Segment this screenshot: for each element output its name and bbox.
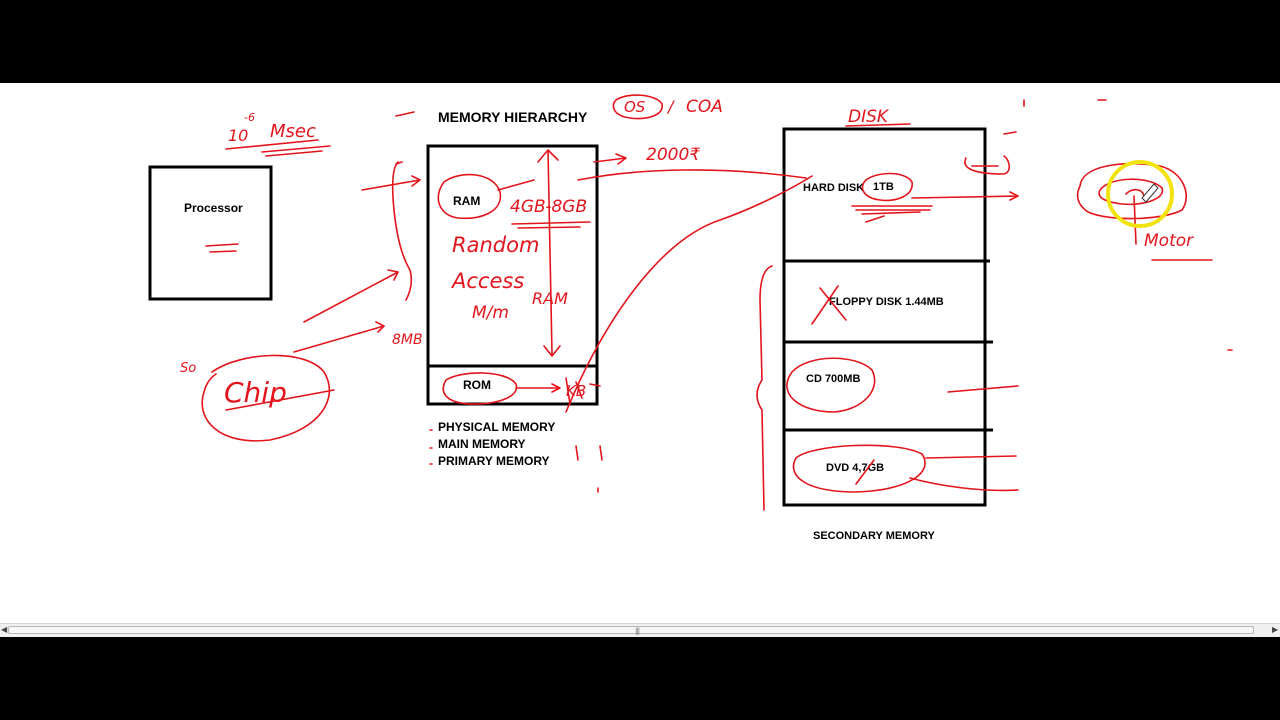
arrow-processor-to-memory xyxy=(303,269,399,323)
main-memory-label: MAIN MEMORY xyxy=(438,437,526,451)
ram-to-harddisk-curve xyxy=(577,169,807,181)
secondary-memory-caption: SECONDARY MEMORY xyxy=(813,530,935,542)
hard-disk-right-arrow xyxy=(911,191,1019,201)
annotation-ram-note: RAM xyxy=(532,289,568,308)
annotation-price: 2000₹ xyxy=(646,145,701,165)
ram-circle xyxy=(437,173,502,220)
highlight-ring xyxy=(1106,160,1174,228)
chip-circle xyxy=(201,354,330,442)
right-edge-marks xyxy=(1003,99,1233,351)
primary-memory-label: PRIMARY MEMORY xyxy=(438,454,550,468)
annotation-kb: KB xyxy=(566,382,586,400)
floppy-disk-label: FLOPPY DISK 1.44MB xyxy=(829,296,944,308)
disk-underline xyxy=(845,123,911,127)
processor-equal-mark xyxy=(205,243,239,253)
annotation-msec: Msec xyxy=(270,121,316,142)
arrow-rom-right xyxy=(515,383,561,393)
annotation-slash: / xyxy=(666,97,675,116)
chip-underline xyxy=(225,389,335,411)
rom-circle xyxy=(442,372,518,405)
hard-disk-size-label: 1TB xyxy=(873,181,894,193)
annotation-motor: Motor xyxy=(1144,231,1194,251)
bottom-letterbox xyxy=(0,637,1280,720)
annotation-so: So xyxy=(180,361,196,376)
ink-layer: -6 10 Msec OS / COA DISK 2000₹ 4GB-8GB R… xyxy=(148,94,1233,511)
motor-disk xyxy=(1076,163,1187,220)
annotation-access: Access xyxy=(450,269,524,293)
cd-right-line xyxy=(947,385,1019,393)
horizontal-scrollbar[interactable]: ◀ ||| ▶ xyxy=(0,623,1280,637)
scroll-thumb[interactable]: ||| xyxy=(8,626,1254,635)
hard-disk-ellipse xyxy=(861,172,913,202)
scroll-right-arrow-icon[interactable]: ▶ xyxy=(1272,625,1279,634)
small-bracket xyxy=(964,155,1011,175)
arrow-ram-right xyxy=(497,179,535,191)
annotation-disk: DISK xyxy=(848,107,890,127)
ram-size-underline xyxy=(511,221,591,229)
pen-cursor-icon xyxy=(1141,183,1159,203)
dvd-right-arrows xyxy=(909,455,1019,492)
hard-disk-scribble xyxy=(851,205,933,223)
top-left-dash xyxy=(395,111,415,117)
ram-label: RAM xyxy=(453,194,481,208)
hard-disk-label: HARD DISK xyxy=(803,182,865,194)
physical-memory-box xyxy=(426,144,599,406)
cd-circle xyxy=(786,357,876,413)
processor-label: Processor xyxy=(184,201,243,215)
processor-box xyxy=(148,165,273,301)
arrow-to-price xyxy=(593,153,627,165)
ram-vertical-arrow xyxy=(537,149,561,357)
annotation-8mb: 8MB xyxy=(392,332,423,348)
annotation-exponent: -6 xyxy=(244,111,255,124)
kb-mark xyxy=(565,377,601,405)
annotation-coa: COA xyxy=(686,97,723,117)
os-circle xyxy=(612,94,663,120)
left-brace xyxy=(391,161,413,301)
arrow-upper xyxy=(361,175,421,191)
annotation-chip: Chip xyxy=(224,376,287,409)
arrow-chip-to-memory xyxy=(293,321,385,353)
scroll-grip-icon: ||| xyxy=(635,627,640,635)
dvd-circle xyxy=(792,444,926,493)
annotation-ram-size: 4GB-8GB xyxy=(510,197,587,217)
floppy-cross xyxy=(811,285,847,325)
secondary-memory-box xyxy=(782,127,987,507)
annotation-os: OS xyxy=(624,98,646,116)
underline-msec xyxy=(225,139,331,157)
dvd-slash xyxy=(855,459,875,485)
physical-memory-label: PHYSICAL MEMORY xyxy=(438,420,556,434)
diagram-title: MEMORY HIERARCHY xyxy=(438,109,588,125)
memory-side-ticks xyxy=(429,429,603,493)
secondary-left-brace xyxy=(756,265,773,511)
dvd-label: DVD 4,7GB xyxy=(826,462,885,474)
motor-spindle xyxy=(1125,188,1145,245)
whiteboard-canvas: MEMORY HIERARCHY Processor RAM ROM PHYSI… xyxy=(0,83,1280,623)
rom-label: ROM xyxy=(463,378,491,392)
cd-label: CD 700MB xyxy=(806,373,861,385)
annotation-ten: 10 xyxy=(228,126,248,145)
annotation-random: Random xyxy=(452,233,539,257)
scroll-left-arrow-icon[interactable]: ◀ xyxy=(1,625,8,634)
top-letterbox xyxy=(0,0,1280,83)
rom-to-harddisk-curve xyxy=(565,175,813,413)
annotation-mm: M/m xyxy=(472,303,509,323)
